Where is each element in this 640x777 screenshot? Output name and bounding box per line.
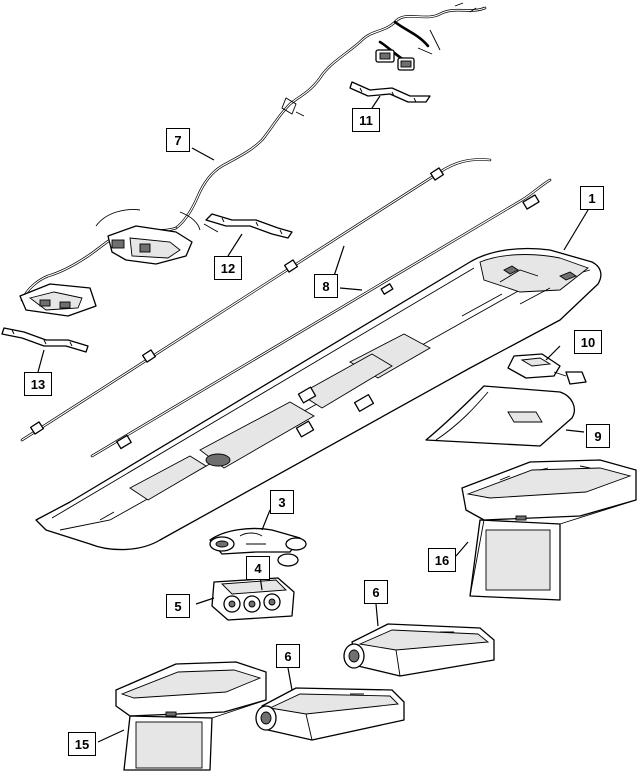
callout-13: 13: [24, 372, 52, 396]
module-part-10: [507, 353, 587, 385]
callout-6-upper: 6: [364, 580, 388, 604]
callout-11: 11: [352, 108, 380, 132]
dvd-module-part-6-upper: [343, 623, 495, 677]
callout-6-lower: 6: [276, 644, 300, 668]
video-screen-part-16: [461, 459, 637, 601]
callout-10: 10: [574, 330, 602, 354]
callout-3: 3: [270, 490, 294, 514]
bracket-part-11: [349, 81, 431, 103]
bracket-part-12: [205, 213, 293, 239]
switch-bank-part-5: [211, 577, 295, 621]
cover-panel-part-9: [425, 385, 575, 447]
callout-9: 9: [586, 424, 610, 448]
wiring-harness-part-7: [19, 2, 487, 317]
wiring-strip-part-8: [20, 158, 552, 458]
leader-lines: [37, 95, 589, 743]
callout-4: 4: [246, 556, 270, 580]
dvd-module-part-6-lower: [255, 687, 405, 741]
callout-12: 12: [214, 256, 242, 280]
lamp-assembly-part-3: [209, 527, 307, 567]
bracket-part-13: [1, 327, 89, 353]
callout-8: 8: [314, 274, 338, 298]
callout-5: 5: [166, 594, 190, 618]
callout-1: 1: [580, 186, 604, 210]
callout-7: 7: [166, 128, 190, 152]
callout-15: 15: [68, 732, 96, 756]
overhead-console-part-1: [35, 247, 602, 551]
callout-16: 16: [428, 548, 456, 572]
video-screen-part-15: [115, 661, 267, 771]
